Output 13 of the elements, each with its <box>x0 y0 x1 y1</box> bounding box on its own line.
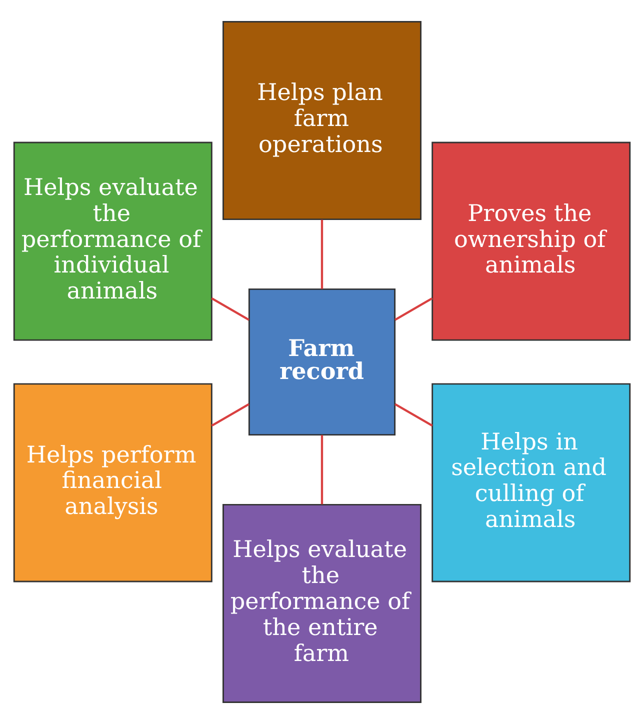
connector <box>211 402 250 426</box>
node-box: Helps evaluate the performance of individual animals <box>13 141 212 340</box>
connector <box>211 296 250 320</box>
connector <box>320 434 324 504</box>
connector <box>394 296 433 320</box>
node-box: Helps in selection and culling of animals <box>432 382 631 582</box>
node-box: Helps evaluate the performance of the entire farm <box>222 503 422 702</box>
node-box: Proves the ownership of animals <box>432 141 631 340</box>
node-box: Farm record <box>248 288 396 436</box>
connector <box>394 402 433 426</box>
node-box: Helps perform financial analysis <box>13 382 212 582</box>
connector <box>320 219 324 288</box>
node-box: Helps plan farm operations <box>222 20 422 220</box>
